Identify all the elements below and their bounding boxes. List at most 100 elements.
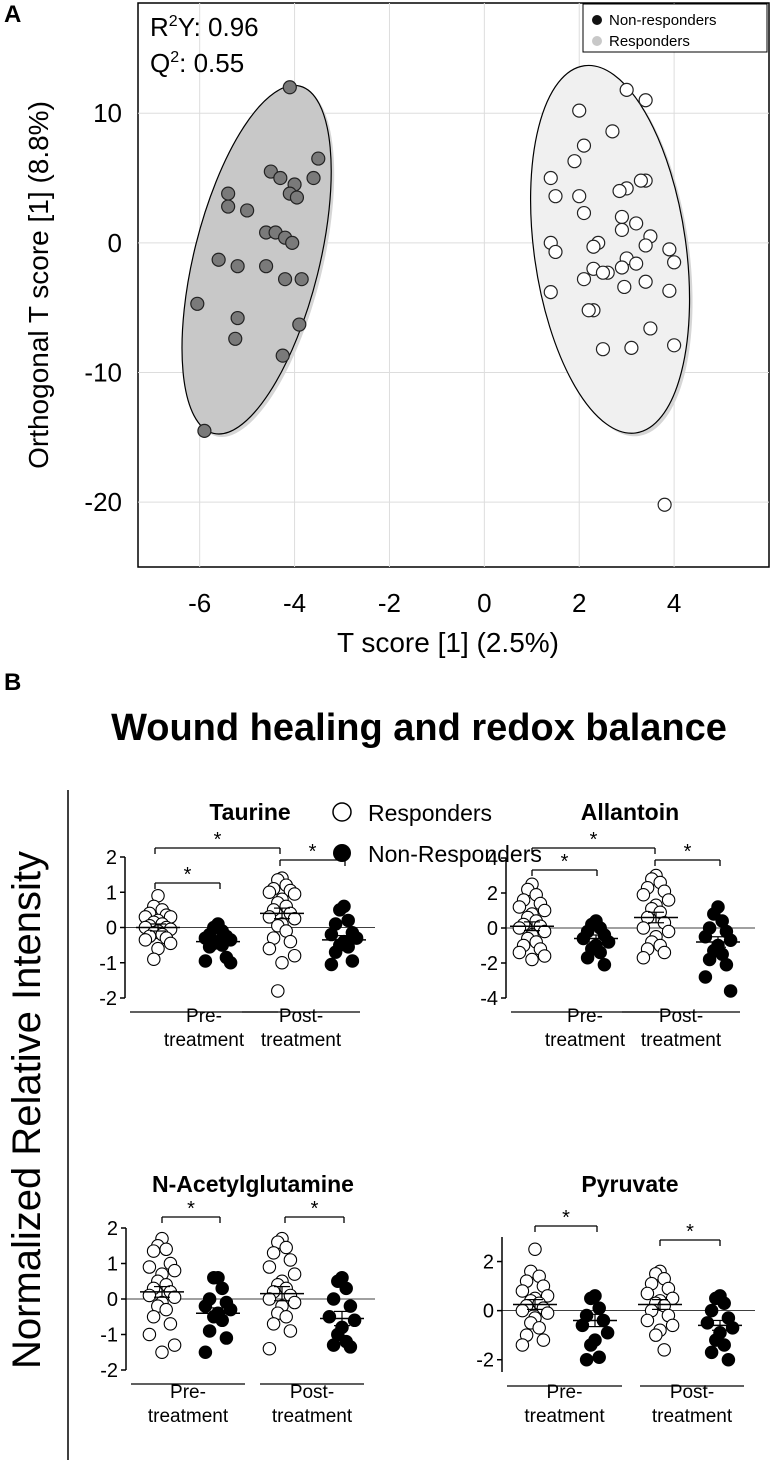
data-point-responders [167,1290,182,1304]
data-point-non-responders [294,272,309,287]
data-point-responders [640,1286,655,1301]
data-point-responders [581,303,596,318]
legend-box [582,3,768,53]
allantoin-dot-plot: Allantoin420-2-4Pre-treatmentPost-treatm… [480,799,755,1051]
data-point-responders [262,1292,277,1306]
significance-asterisk: * [562,1207,570,1229]
data-point-non-responders [601,935,616,949]
y-tick-label: 4 [487,848,498,870]
data-point-non-responders [580,950,595,965]
data-point-responders [287,1267,302,1281]
data-point-responders [155,1345,169,1360]
data-point-responders [275,955,289,970]
n-acetylglutamine-dot-plot: N-Acetylglutamine210-1-2Pre-treatmentPos… [100,1171,375,1427]
data-point-responders [540,1306,555,1320]
data-point-non-responders [700,1316,715,1330]
y-tick-label: -10 [84,358,122,388]
data-point-responders [572,103,587,118]
data-point-responders [525,952,539,967]
data-point-responders [537,949,552,963]
significance-asterisk: * [187,1198,195,1220]
data-point-responders [142,1327,157,1342]
data-point-responders [532,1321,546,1335]
data-point-responders [138,933,153,947]
data-point-non-responders [698,929,713,944]
data-point-non-responders [702,952,717,967]
data-point-non-responders [719,957,734,972]
data-point-responders [512,900,527,914]
data-point-non-responders [277,272,293,287]
x-group-label-line2: treatment [641,1030,722,1051]
x-group-label-line2: treatment [545,1030,626,1051]
data-point-responders [548,244,563,260]
data-point-responders [605,124,620,139]
data-point-responders [638,238,653,253]
data-point-non-responders [223,955,238,970]
y-tick-label: -20 [84,487,122,517]
data-point-responders [283,934,298,949]
data-point-responders [576,272,592,287]
significance-asterisk: * [590,829,598,851]
significance-asterisk: * [561,851,569,873]
data-point-responders [595,342,611,357]
data-point-responders [636,921,651,935]
data-point-non-responders [592,1301,606,1315]
data-point-responders [586,239,601,254]
data-point-responders [643,321,658,336]
data-point-responders [657,1343,671,1357]
data-point-responders [657,497,672,512]
data-point-non-responders [207,1270,221,1285]
data-point-non-responders [343,1299,358,1313]
data-point-non-responders [202,1324,217,1338]
shared-y-axis-label: Normalized Relative Intensity [5,851,49,1369]
data-point-responders [667,255,682,270]
y-tick-label: 2 [107,1218,118,1240]
data-point-responders [287,911,302,926]
x-group-label-line1: Pre- [186,1006,222,1027]
data-point-non-responders [597,957,612,972]
y-tick-label: 1 [107,1254,118,1276]
data-point-non-responders [326,1338,341,1352]
data-point-non-responders [343,1340,358,1354]
data-point-responders [287,887,302,901]
data-point-non-responders [215,1281,229,1296]
legend-marker-responders [592,36,602,46]
y-tick-label: 2 [106,847,117,869]
data-point-responders [279,1240,293,1255]
data-point-responders [167,1338,182,1352]
data-point-non-responders [223,1302,238,1317]
significance-asterisk: * [214,829,222,851]
q2-stat: Q2: 0.55 [150,48,244,78]
data-point-responders [572,189,587,204]
data-point-responders [661,924,676,939]
data-point-non-responders [221,199,236,214]
x-group-label-line2: treatment [164,1030,245,1051]
y-tick-label: 0 [106,918,117,940]
x-group-label-line1: Post- [290,1382,334,1403]
data-point-responders [537,924,552,939]
x-tick-label: -2 [378,588,401,618]
data-point-responders [567,154,582,169]
data-point-non-responders [258,259,274,274]
data-point-responders [512,945,527,960]
data-point-non-responders [721,1352,736,1367]
data-point-non-responders [292,317,307,332]
data-point-non-responders [579,1352,594,1367]
taurine-dot-plot: Taurine210-1-2Pre-treatmentPost-treatmen… [99,799,375,1051]
y-axis-label: Orthogonal T score [1] (8.8%) [23,101,54,469]
x-axis-label: T score [1] (2.5%) [337,627,559,658]
data-point-non-responders [289,190,305,205]
data-point-non-responders [240,203,255,218]
data-point-responders [548,189,563,204]
data-point-responders [617,279,632,295]
y-tick-label: 10 [93,98,122,128]
data-point-non-responders [339,1281,353,1296]
data-point-non-responders [326,1292,341,1306]
data-point-responders [167,1263,182,1278]
r2y-stat: R2Y: 0.96 [150,12,259,42]
data-point-responders [512,921,527,935]
data-point-responders [543,285,558,300]
data-point-non-responders [311,151,326,166]
y-tick-label: -2 [99,988,117,1010]
